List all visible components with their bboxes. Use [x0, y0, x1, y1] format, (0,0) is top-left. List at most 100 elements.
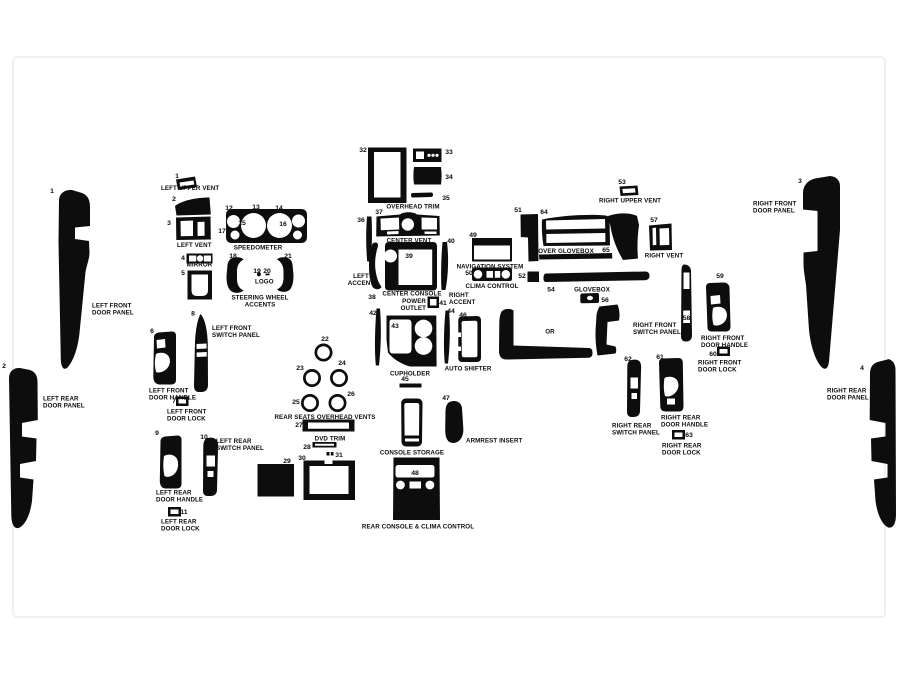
left-rear-door-panel-shape — [9, 367, 38, 529]
right-vent-label: RIGHT VENT — [645, 253, 684, 260]
alternate-lower-dash-trims: OR — [499, 304, 620, 360]
left-rear-door-lock-number: 11 — [180, 509, 187, 516]
over-glovebox-strip: 65 — [539, 247, 613, 260]
right-upper-vent-label: RIGHT UPPER VENT — [599, 198, 661, 205]
auto-shifter-shape — [457, 332, 461, 337]
glovebox-trim-shape — [543, 271, 650, 282]
left-front-door-panel-number: 1 — [50, 188, 54, 195]
overhead-console-lid-shape — [413, 167, 442, 185]
right-rear-door-panel-label: DOOR PANEL — [827, 395, 869, 402]
clip-trims-shape — [326, 452, 334, 456]
left-upper-vent-number: 1 — [175, 173, 179, 180]
right-accent-label: ACCENT — [449, 299, 476, 306]
left-upper-vent-label: LEFT UPPER VENT — [161, 185, 219, 192]
right-front-door-lock-number: 60 — [709, 351, 717, 358]
right-rear-door-handle-shape — [659, 358, 684, 412]
left-front-door-lock-label: DOOR LOCK — [167, 416, 206, 423]
speedometer-bezel-number: 13 — [252, 204, 260, 211]
center-pillar-strip-shape — [366, 216, 372, 262]
right-rear-door-handle-label: RIGHT REAR — [661, 415, 701, 422]
console-strip-left-number: 42 — [369, 310, 377, 317]
center-vent-number: 37 — [375, 209, 383, 216]
speedometer-bezel-number: 16 — [279, 221, 287, 228]
right-upper-vent-number: 53 — [618, 179, 626, 186]
rear-console-clima-control-shape — [425, 480, 435, 490]
right-front-door-handle-number: 59 — [716, 273, 724, 280]
rear-screen-lid: 29 — [257, 458, 294, 497]
right-rear-switch-panel-label: RIGHT REAR — [612, 423, 652, 430]
rear-console-clima-control-number: 48 — [411, 470, 419, 477]
clima-control-number: 50 — [465, 270, 473, 277]
right-front-door-handle-shape — [706, 282, 731, 332]
rear-overhead-vents-number: 22 — [321, 336, 329, 343]
rear-overhead-vents-number: 23 — [296, 365, 304, 372]
left-front-door-panel-label: LEFT FRONT — [92, 303, 132, 310]
right-front-door-lock-shape — [717, 346, 730, 356]
right-front-door-handle-label: RIGHT FRONT — [701, 335, 744, 342]
rear-console-clima-control-shape — [393, 457, 440, 520]
mirror-trim-label: MIRROR — [187, 262, 213, 269]
logo-trim-number: 20 — [263, 268, 271, 275]
center-console-number: 39 — [405, 253, 413, 260]
overhead-console-lid: 34 — [413, 167, 453, 185]
dash-end-trim: 51 — [514, 207, 539, 262]
logo-trim-shape — [256, 272, 261, 277]
rear-console-clima-control-shape — [395, 480, 405, 490]
left-rear-door-handle-label: DOOR HANDLE — [156, 497, 203, 504]
rear-overhead-vents-number: 24 — [338, 360, 346, 367]
left-front-door-handle-label: LEFT FRONT — [149, 388, 189, 395]
left-rear-door-handle-label: LEFT REAR — [156, 490, 192, 497]
center-vent-shape — [376, 212, 440, 237]
armrest-insert-shape — [445, 400, 464, 444]
right-upper-vent-shape — [619, 185, 639, 196]
left-rear-door-panel-number: 2 — [2, 363, 6, 370]
right-front-door-lock-label: RIGHT FRONT — [698, 360, 741, 367]
left-rear-door-lock-shape — [168, 507, 181, 517]
right-front-door-panel-label: DOOR PANEL — [753, 208, 795, 215]
right-rear-door-lock-label: RIGHT REAR — [662, 443, 702, 450]
power-outlet-shape — [427, 296, 439, 308]
left-front-door-panel-shape — [58, 189, 90, 369]
console-strip-left: 42 — [369, 308, 381, 366]
dash-end-trim-shape — [520, 214, 539, 262]
over-glovebox-strip-shape — [539, 253, 613, 260]
console-storage-number: 45 — [401, 376, 409, 383]
left-vent-label: LEFT VENT — [177, 242, 212, 249]
left-front-door-handle-number: 6 — [150, 328, 154, 335]
over-glovebox-label: OVER GLOVEBOX — [538, 248, 594, 255]
console-face-plate-shape — [187, 270, 212, 300]
left-front-door-handle-label: DOOR HANDLE — [149, 395, 196, 402]
right-front-switch-panel-label: RIGHT FRONT — [633, 322, 676, 329]
left-front-door-panel-label: DOOR PANEL — [92, 310, 134, 317]
speedometer-bezel-number: 17 — [218, 228, 226, 235]
right-rear-door-panel-label: RIGHT REAR — [827, 388, 867, 395]
alternate-lower-dash-trims-shape — [499, 308, 593, 360]
dash-corner-piece-number: 52 — [518, 273, 526, 280]
steering-wheel-accents-number: 21 — [284, 253, 292, 260]
clima-control-label: CLIMA CONTROL — [466, 283, 519, 290]
left-rear-switch-panel-number: 10 — [200, 434, 208, 441]
speedometer-bezel-label: SPEEDOMETER — [234, 245, 283, 252]
rear-overhead-vents-label: REAR SEATS OVERHEAD VENTS — [274, 414, 375, 421]
rear-screen-bezel: 30 — [298, 455, 355, 500]
auto-shifter-label: AUTO SHIFTER — [445, 366, 492, 373]
center-console-shape — [384, 249, 398, 263]
